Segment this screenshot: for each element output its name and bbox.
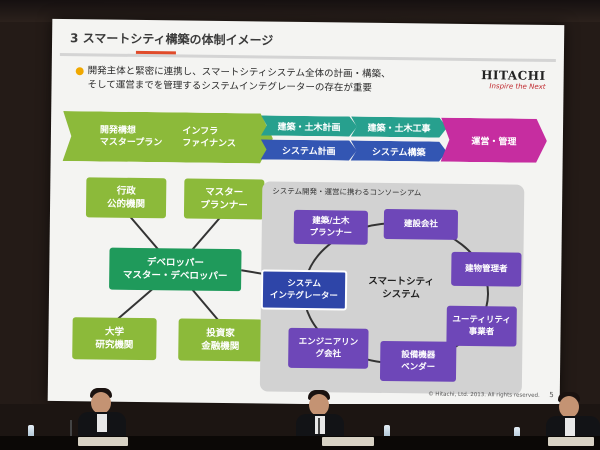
microphone-left (70, 420, 72, 436)
nameplate-center (322, 437, 374, 446)
flow-system-plan: システム計画 (261, 139, 357, 160)
flow-plan-label-2b: ファイナンス (182, 138, 236, 150)
node-investor-line-2: 金融機関 (201, 340, 240, 353)
flow-plan-label-1a: 開発構想 (99, 125, 136, 136)
projected-slide: 3 スマートシティ構築の体制イメージ HITACHI Inspire the N… (47, 18, 565, 408)
node-master-planner-line-2: プランナー (200, 199, 248, 212)
node-building-manager-label: 建物管理者 (464, 263, 508, 275)
panelist-right-shirt (565, 418, 575, 436)
key-message: 開発主体と緊密に連携し、スマートシティシステム全体の計画・構築、 そして運営まで… (75, 64, 507, 97)
page-number: 5 (549, 390, 554, 400)
slide-title: 3 スマートシティ構築の体制イメージ (70, 31, 274, 48)
node-university: 大学研究機関 (72, 317, 157, 361)
node-engineering-company-line-1: エンジニアリン (298, 336, 359, 348)
flow-civil-work: 建築・土木工事 (351, 117, 447, 138)
nameplate-left (78, 437, 128, 446)
node-government-line-2: 公的機関 (106, 198, 146, 211)
node-architecture-planner-line-1: 建築/土木 (312, 216, 350, 227)
node-master-planner: マスタープランナー (183, 178, 265, 220)
stakeholder-diagram: 行政公的機関 マスタープランナー デベロッパーマスター・デベロッパー 大学研究機… (72, 171, 274, 363)
node-system-integrator-line-1: システム (287, 278, 322, 290)
panelist-center-head (309, 394, 329, 416)
consortium-title: システム開発・運営に携わるコンソーシアム (272, 186, 422, 198)
flow-plan-label-1b: マスタープラン (99, 137, 163, 149)
node-government-line-1: 行政 (116, 185, 136, 197)
water-bottle-left (28, 425, 34, 441)
smart-city-system-label: スマートシティ システム (361, 275, 441, 302)
node-equipment-vendor: 設備機器ベンダー (379, 340, 457, 382)
panelist-left-head (91, 392, 111, 414)
node-building-manager: 建物管理者 (451, 251, 522, 287)
node-utility-provider: ユーティリティ事業者 (446, 305, 517, 347)
node-utility-provider-line-1: ユーティリティ (452, 314, 511, 326)
flow-planning-phase: 開発構想 マスタープラン インフラ ファイナンス (63, 111, 274, 164)
slide-title-bar: 3 スマートシティ構築の体制イメージ (59, 22, 557, 63)
flow-plan-label-2a: インフラ (182, 126, 219, 137)
node-equipment-vendor-line-1: 設備機器 (401, 350, 436, 361)
auditorium-ceiling (0, 0, 600, 22)
node-utility-provider-line-2: 事業者 (468, 326, 495, 338)
process-flow: 開発構想 マスタープラン インフラ ファイナンス 建築・土木計画 システム計画 … (62, 109, 553, 177)
bullet-icon (75, 67, 84, 76)
water-bottle-center (384, 425, 390, 441)
node-master-planner-line-1: マスター (205, 186, 244, 199)
node-engineering-company-line-2: グ会社 (315, 349, 342, 360)
smart-city-system-line-1: スマートシティ (368, 275, 435, 288)
copyright-notice: © Hitachi, Ltd. 2013. All rights reserve… (428, 391, 540, 399)
title-accent-line (135, 50, 176, 55)
node-construction-company: 建設会社 (383, 208, 459, 240)
node-developer-line-2: マスター・デベロッパー (122, 269, 228, 283)
node-system-integrator-line-2: インテグレーター (269, 290, 339, 302)
node-government: 行政公的機関 (85, 177, 167, 219)
panelist-center-shirt (315, 416, 325, 434)
node-investor-line-1: 投資家 (206, 327, 235, 340)
flow-system-build: システム構築 (351, 141, 447, 162)
node-university-line-2: 研究機関 (95, 339, 134, 351)
panelist-right-head (559, 396, 579, 418)
panelist-left-shirt (97, 414, 107, 432)
flow-civil-plan: 建築・土木計画 (261, 115, 357, 136)
node-construction-company-label: 建設会社 (403, 219, 438, 230)
node-system-integrator: システムインテグレーター (260, 269, 348, 311)
node-developer: デベロッパーマスター・デベロッパー (109, 247, 242, 292)
nameplate-right (548, 437, 594, 446)
node-engineering-company: エンジニアリング会社 (288, 327, 369, 369)
water-bottle-right (514, 427, 520, 443)
flow-operation: 運営・管理 (441, 118, 548, 163)
node-developer-line-1: デベロッパー (146, 257, 204, 269)
node-university-line-1: 大学 (104, 326, 125, 338)
node-architecture-planner: 建築/土木プランナー (293, 209, 369, 245)
node-equipment-vendor-line-2: ベンダー (401, 362, 436, 373)
panel-table (0, 436, 600, 450)
node-investor: 投資家金融機関 (178, 318, 263, 362)
smart-city-system-line-2: システム (382, 288, 420, 301)
node-architecture-planner-line-2: プランナー (309, 228, 353, 239)
consortium-panel: システム開発・運営に携わるコンソーシアム スマートシティ システム 建築/土木プ… (259, 181, 525, 395)
microphone-center (318, 418, 320, 434)
